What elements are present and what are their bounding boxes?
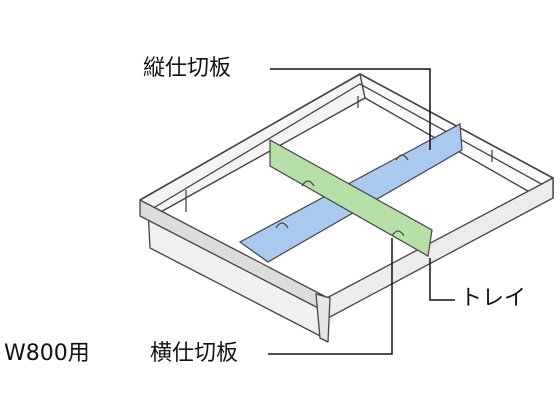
label-tray: トレイ bbox=[460, 286, 527, 311]
leader-tray bbox=[429, 258, 455, 301]
tray-rim-inner bbox=[149, 83, 546, 211]
label-vertical-divider: 縦仕切板 bbox=[143, 56, 232, 81]
horizontal-divider-notch-2 bbox=[391, 230, 405, 237]
leader-lines bbox=[268, 68, 455, 355]
vertical-divider-notch-2 bbox=[275, 222, 289, 229]
vertical-divider-notch bbox=[395, 154, 409, 161]
label-horizontal-divider: 横仕切板 bbox=[150, 341, 239, 366]
horizontal-divider bbox=[269, 138, 433, 257]
leader-vertical-divider bbox=[270, 68, 431, 150]
horizontal-divider-notch bbox=[301, 180, 315, 187]
leader-horizontal-divider bbox=[268, 238, 393, 355]
tray-front-rim-end bbox=[315, 293, 331, 343]
label-model: W800用 bbox=[4, 341, 90, 366]
